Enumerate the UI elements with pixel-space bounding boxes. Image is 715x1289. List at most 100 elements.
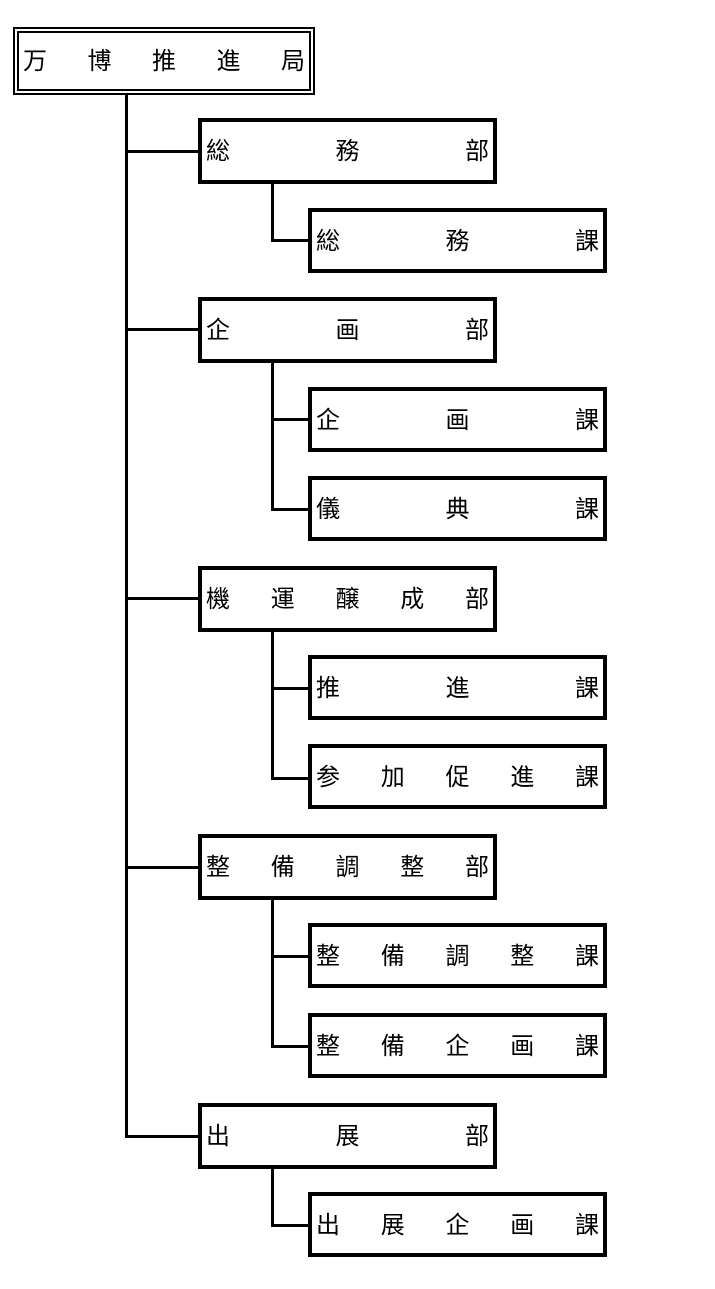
section-label: 儀典課: [312, 497, 603, 521]
label-char: 企: [445, 1031, 470, 1060]
label-char: 部: [465, 1122, 489, 1150]
department-box: 企画部: [198, 297, 497, 363]
label-char: 調: [335, 853, 360, 881]
label-char: 推: [152, 47, 176, 75]
label-char: 総: [206, 137, 230, 165]
connector-dept: [125, 1135, 202, 1138]
connector-section: [271, 508, 311, 511]
connector-dept: [125, 150, 202, 153]
label-char: 儀: [316, 494, 340, 523]
label-char: 課: [575, 405, 599, 434]
label-char: 局: [281, 47, 305, 75]
label-char: 展: [380, 1210, 405, 1239]
section-box: 総務課: [308, 208, 607, 273]
label-char: 整: [316, 1031, 340, 1060]
label-char: 画: [445, 405, 470, 434]
connector-section: [271, 1224, 311, 1227]
section-box: 整備調整課: [308, 923, 607, 988]
trunk-line: [125, 95, 128, 1138]
label-char: 企: [445, 1210, 470, 1239]
connector-section: [271, 777, 311, 780]
label-char: 機: [206, 585, 230, 613]
connector-section: [271, 687, 311, 690]
label-char: 出: [206, 1122, 230, 1150]
connector-section: [271, 955, 311, 958]
label-char: 務: [335, 137, 360, 165]
section-box: 整備企画課: [308, 1013, 607, 1078]
label-char: 参: [316, 762, 340, 791]
label-char: 整: [206, 853, 230, 881]
label-char: 備: [380, 941, 405, 970]
department-label: 整備調整部: [202, 855, 493, 879]
label-char: 促: [445, 762, 470, 791]
label-char: 進: [445, 673, 470, 702]
label-char: 部: [465, 585, 489, 613]
label-char: 部: [465, 316, 489, 344]
label-char: 課: [575, 1031, 599, 1060]
root-label: 万博推進局: [19, 49, 309, 73]
label-char: 画: [510, 1210, 535, 1239]
connector-dept: [125, 328, 202, 331]
label-char: 企: [206, 316, 230, 344]
branch-line: [271, 1169, 274, 1227]
label-char: 課: [575, 941, 599, 970]
label-char: 課: [575, 226, 599, 255]
connector-section: [271, 1045, 311, 1048]
section-box: 企画課: [308, 387, 607, 452]
section-box: 参加促進課: [308, 744, 607, 809]
department-box: 機運醸成部: [198, 566, 497, 632]
section-box: 出展企画課: [308, 1192, 607, 1257]
section-label: 推進課: [312, 676, 603, 700]
department-box: 出展部: [198, 1103, 497, 1169]
label-char: 務: [445, 226, 470, 255]
label-char: 運: [270, 585, 295, 613]
label-char: 成: [400, 585, 425, 613]
label-char: 進: [216, 47, 241, 75]
label-char: 画: [510, 1031, 535, 1060]
root-box: 万博推進局: [13, 27, 315, 95]
label-char: 加: [380, 762, 405, 791]
label-char: 醸: [335, 585, 360, 613]
label-char: 備: [270, 853, 295, 881]
department-label: 機運醸成部: [202, 587, 493, 611]
connector-section: [271, 418, 311, 421]
label-char: 推: [316, 673, 340, 702]
label-char: 進: [510, 762, 535, 791]
label-char: 調: [445, 941, 470, 970]
connector-section: [271, 239, 311, 242]
label-char: 課: [575, 762, 599, 791]
section-label: 整備調整課: [312, 944, 603, 968]
label-char: 課: [575, 673, 599, 702]
label-char: 展: [335, 1122, 360, 1150]
label-char: 出: [316, 1210, 340, 1239]
section-label: 整備企画課: [312, 1034, 603, 1058]
branch-line: [271, 900, 274, 1048]
label-char: 典: [445, 494, 470, 523]
label-char: 整: [400, 853, 425, 881]
department-box: 総務部: [198, 118, 497, 184]
section-box: 推進課: [308, 655, 607, 720]
section-label: 参加促進課: [312, 765, 603, 789]
label-char: 部: [465, 137, 489, 165]
label-char: 整: [510, 941, 535, 970]
label-char: 備: [380, 1031, 405, 1060]
section-label: 出展企画課: [312, 1213, 603, 1237]
label-char: 画: [335, 316, 360, 344]
department-label: 出展部: [202, 1124, 493, 1148]
branch-line: [271, 632, 274, 780]
label-char: 博: [87, 47, 112, 75]
label-char: 部: [465, 853, 489, 881]
connector-dept: [125, 866, 202, 869]
section-box: 儀典課: [308, 476, 607, 541]
label-char: 企: [316, 405, 340, 434]
branch-line: [271, 184, 274, 242]
connector-dept: [125, 597, 202, 600]
label-char: 課: [575, 1210, 599, 1239]
label-char: 課: [575, 494, 599, 523]
section-label: 総務課: [312, 229, 603, 253]
department-label: 企画部: [202, 318, 493, 342]
label-char: 整: [316, 941, 340, 970]
label-char: 万: [23, 47, 47, 75]
branch-line: [271, 363, 274, 511]
